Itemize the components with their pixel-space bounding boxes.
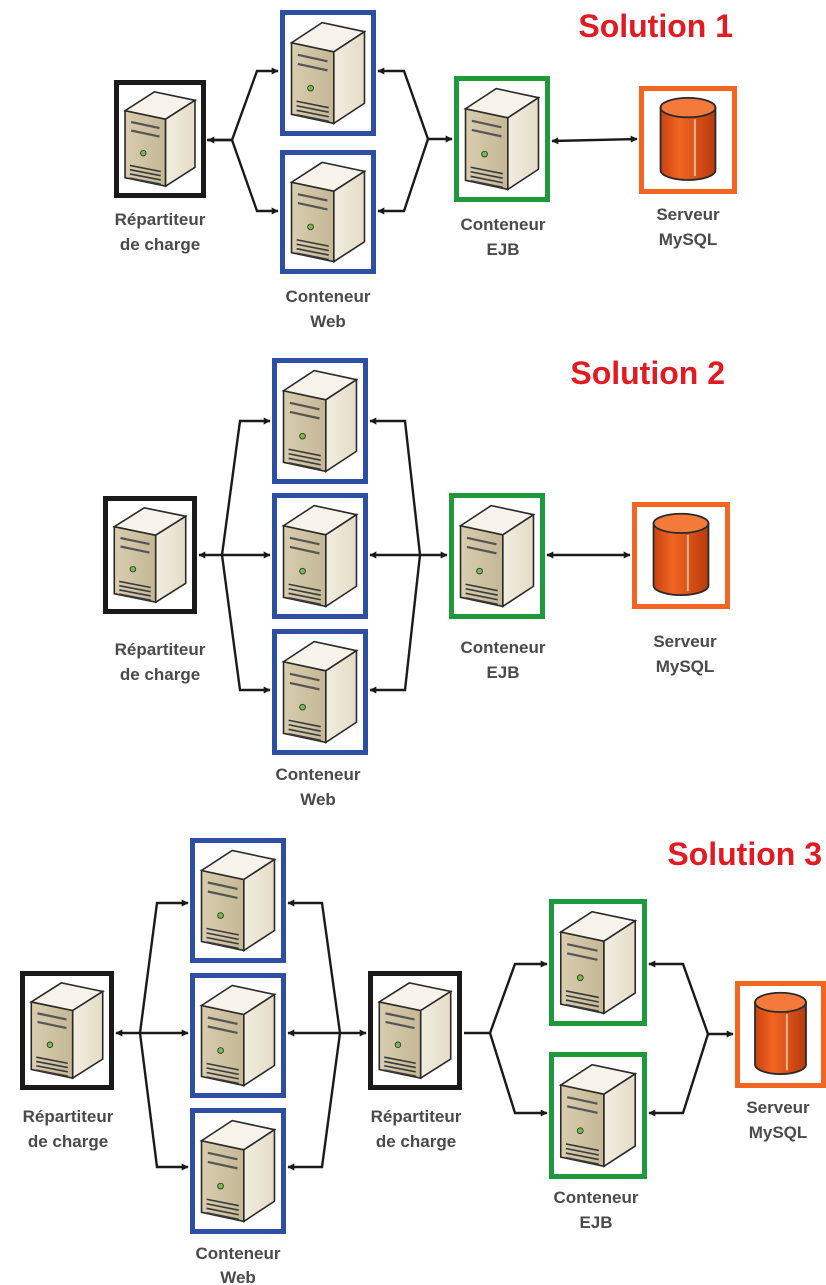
s3-second-load-balancer [368, 971, 462, 1090]
s3-ejb-container-2 [549, 1052, 647, 1179]
s1-load-balancer-label: Répartiteur de charge [115, 210, 206, 254]
s2-ejb-container [449, 493, 545, 619]
s2-edge-web-3-ejb [369, 554, 422, 694]
svg-text:Conteneur: Conteneur [286, 287, 371, 306]
s3-edge-web-3-lb2 [287, 1032, 342, 1171]
svg-text:MySQL: MySQL [749, 1123, 808, 1142]
s3-mysql-server [735, 981, 826, 1088]
s1-edge-web-1-ejb [377, 67, 430, 140]
s3-web-container-3 [190, 1108, 286, 1234]
s2-web-container-3 [272, 629, 368, 755]
svg-text:Conteneur: Conteneur [461, 215, 546, 234]
s2-edge-lb-web-3 [220, 554, 271, 694]
svg-text:MySQL: MySQL [659, 230, 718, 249]
s2-web-container-1 [272, 358, 368, 484]
s1-mysql-server [639, 86, 737, 194]
svg-text:Web: Web [310, 312, 346, 331]
server-tower-icon [463, 87, 541, 191]
s2-mysql-label: Serveur MySQL [653, 632, 717, 676]
s1-web-container-label: Conteneur Web [286, 287, 371, 331]
s1-ejb-container [454, 76, 550, 202]
s2-mysql-server [632, 502, 730, 609]
svg-text:Répartiteur: Répartiteur [115, 640, 206, 659]
s1-load-balancer [114, 80, 206, 198]
server-tower-icon [122, 90, 198, 188]
server-tower-icon [281, 504, 359, 608]
s3-web-container-1 [190, 838, 286, 963]
s2-edge-web-1-ejb [369, 417, 422, 556]
solution-2-title: Solution 2 [570, 355, 725, 391]
svg-text:Répartiteur: Répartiteur [115, 210, 206, 229]
s3-edge-lb2-ejb-2 [488, 1032, 548, 1117]
s1-web-container-2 [280, 150, 376, 274]
server-tower-icon [199, 984, 277, 1087]
server-tower-icon [558, 1063, 638, 1168]
svg-text:de charge: de charge [376, 1132, 456, 1151]
solution-3-title: Solution 3 [667, 836, 822, 872]
s2-web-container-label: Conteneur Web [276, 765, 361, 809]
svg-text:Web: Web [300, 790, 336, 809]
s3-load-balancer [20, 971, 114, 1090]
s3-edge-ejb-2-mysql [648, 1033, 710, 1117]
s3-second-load-balancer-label: Répartiteur de charge [371, 1107, 462, 1151]
svg-text:de charge: de charge [28, 1132, 108, 1151]
s2-ejb-container-label: Conteneur EJB [461, 638, 546, 682]
s1-ejb-container-label: Conteneur EJB [461, 215, 546, 259]
s3-mysql-label: Serveur MySQL [746, 1098, 810, 1142]
svg-text:Serveur: Serveur [746, 1098, 810, 1117]
svg-text:Conteneur: Conteneur [461, 638, 546, 657]
server-tower-icon [558, 910, 638, 1015]
server-tower-icon [112, 506, 188, 604]
s1-edge-ejb-mysql [551, 135, 638, 145]
server-tower-icon [289, 21, 367, 125]
svg-text:Répartiteur: Répartiteur [23, 1107, 114, 1126]
s1-web-container-1 [280, 10, 376, 136]
server-tower-icon [29, 982, 105, 1080]
s2-load-balancer [103, 496, 197, 614]
s2-load-balancer-label: Répartiteur de charge [115, 640, 206, 684]
s3-edge-lb2-ejb-1 [464, 960, 548, 1035]
s3-edge-web-1-lb2 [287, 899, 342, 1034]
server-tower-icon [199, 849, 277, 952]
server-tower-icon [281, 369, 359, 473]
svg-text:Web: Web [220, 1268, 256, 1285]
server-tower-icon [281, 640, 359, 744]
s1-edge-lb-web-1 [207, 67, 279, 142]
server-tower-icon [377, 982, 453, 1080]
s3-edge-lb-web-3 [138, 1032, 189, 1171]
svg-text:Répartiteur: Répartiteur [371, 1107, 462, 1126]
s2-web-container-2 [272, 493, 368, 619]
svg-text:de charge: de charge [120, 235, 200, 254]
s3-load-balancer-label: Répartiteur de charge [23, 1107, 114, 1151]
s2-edge-lb-web-1 [220, 417, 271, 556]
svg-text:EJB: EJB [486, 663, 519, 682]
s3-edge-lb-web-1 [138, 899, 189, 1034]
svg-text:EJB: EJB [579, 1213, 612, 1232]
database-cylinder-icon [659, 96, 717, 181]
s3-ejb-container-label: Conteneur EJB [554, 1188, 639, 1232]
server-tower-icon [458, 504, 536, 608]
s1-edge-web-2-ejb [377, 138, 430, 215]
s3-web-container-label: Conteneur Web [196, 1244, 281, 1285]
server-tower-icon [289, 161, 367, 264]
svg-text:de charge: de charge [120, 665, 200, 684]
s3-web-container-2 [190, 973, 286, 1098]
solution-1-title: Solution 1 [578, 8, 733, 44]
svg-text:MySQL: MySQL [656, 657, 715, 676]
s3-ejb-container-1 [549, 899, 647, 1026]
database-cylinder-icon [652, 512, 710, 596]
svg-text:Conteneur: Conteneur [276, 765, 361, 784]
svg-text:Conteneur: Conteneur [554, 1188, 639, 1207]
s1-edge-lb-web-2 [230, 139, 279, 215]
svg-text:Serveur: Serveur [653, 632, 717, 651]
svg-text:Serveur: Serveur [656, 205, 720, 224]
database-cylinder-icon [754, 991, 807, 1075]
svg-text:EJB: EJB [486, 240, 519, 259]
server-tower-icon [199, 1119, 277, 1223]
svg-text:Conteneur: Conteneur [196, 1244, 281, 1263]
s1-mysql-label: Serveur MySQL [656, 205, 720, 249]
s3-edge-ejb-1-mysql [648, 960, 710, 1035]
